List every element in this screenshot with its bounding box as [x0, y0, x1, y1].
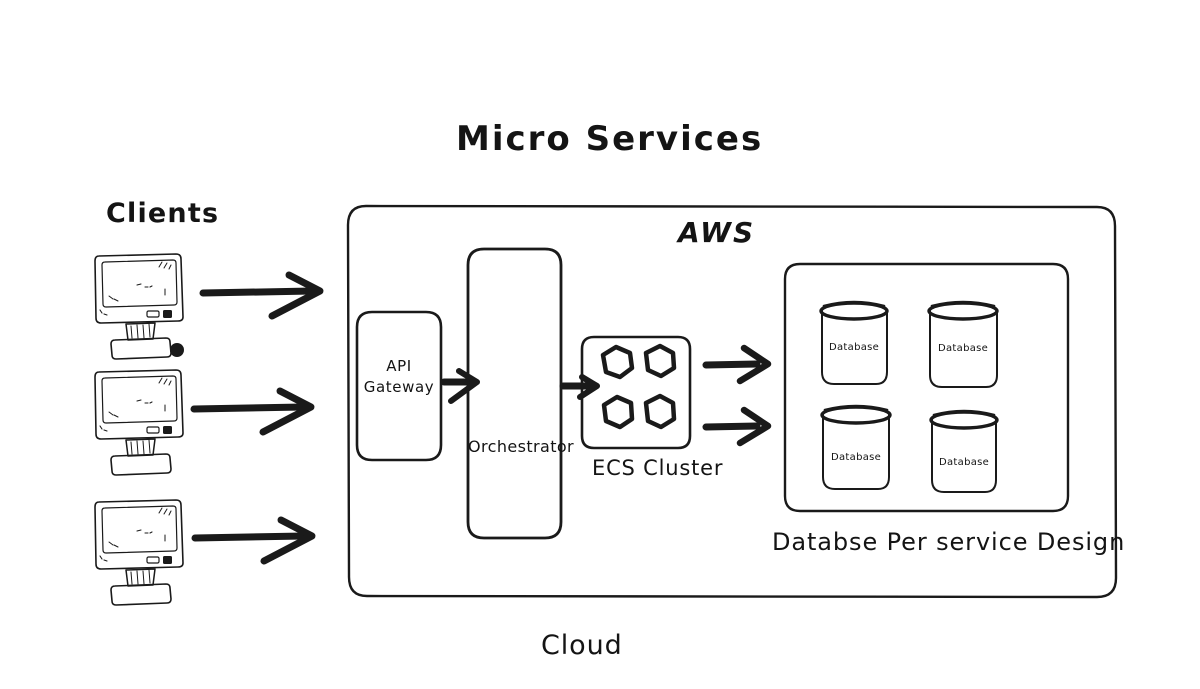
- api-gateway-label-line2: Gateway: [363, 378, 435, 396]
- client-monitor-icon-1: [94, 253, 184, 360]
- arrow-right-icon-ecs-db-1: [702, 344, 772, 385]
- hexagon-container-icon-2: [643, 343, 677, 379]
- api-gateway-box[interactable]: [355, 310, 443, 462]
- database-label-2: Database: [938, 343, 989, 354]
- clients-label: Clients: [106, 198, 220, 229]
- database-group-box: [783, 262, 1070, 513]
- database-cylinder-1: [819, 300, 889, 385]
- client-monitor-icon-3: [94, 499, 184, 606]
- ecs-cluster-label: ECS Cluster: [592, 456, 724, 480]
- hexagon-container-icon-3: [601, 394, 635, 430]
- arrow-right-icon-client-3: [191, 516, 316, 565]
- page-title: Micro Services: [456, 119, 764, 159]
- database-group-caption: Databse Per service Design: [772, 528, 1126, 556]
- database-label-4: Database: [939, 457, 990, 468]
- database-cylinder-4: [929, 409, 999, 493]
- ecs-cluster-box[interactable]: [580, 335, 692, 450]
- database-cylinder-3: [820, 404, 892, 490]
- cloud-boundary-box: [346, 204, 1118, 599]
- arrow-right-icon-client-2: [190, 387, 315, 436]
- hexagon-container-icon-1: [600, 344, 635, 380]
- database-label-3: Database: [831, 452, 882, 463]
- hexagon-container-icon-4: [643, 393, 677, 430]
- arrow-right-icon-gateway-orchestrator: [440, 368, 480, 404]
- client-dot-marker: [170, 343, 184, 357]
- arrow-right-icon-client-1: [199, 271, 324, 320]
- cloud-caption: Cloud: [541, 630, 623, 661]
- orchestrator-box[interactable]: [466, 247, 563, 540]
- database-cylinder-2: [927, 300, 999, 388]
- arrow-right-icon-ecs-db-2: [702, 406, 772, 447]
- orchestrator-label: Orchestrator: [468, 437, 575, 456]
- api-gateway-label-line1: API: [386, 357, 412, 375]
- aws-label: AWS: [678, 216, 756, 249]
- arrow-right-icon-orchestrator-ecs: [559, 374, 600, 400]
- database-label-1: Database: [829, 342, 880, 353]
- client-monitor-icon-2: [94, 369, 184, 476]
